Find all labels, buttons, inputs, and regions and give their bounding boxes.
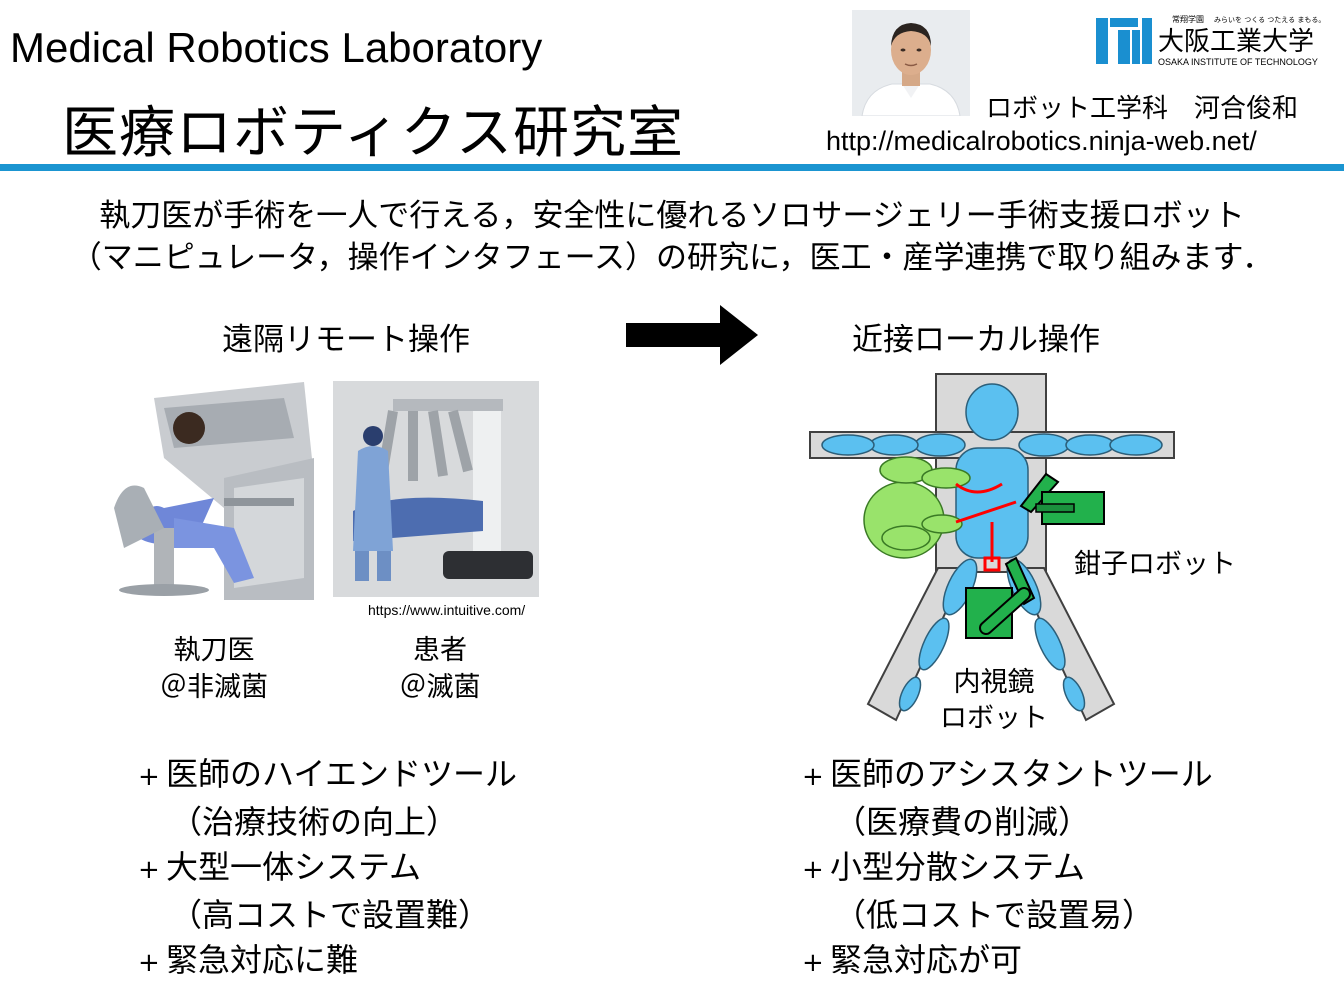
logo-small-right: みらいを つくる つたえる まもる。 [1214,16,1325,24]
intro-line-1: 執刀医が手術を一人で行える，安全性に優れるソロサージェリー手術支援ロボット [99,198,1245,234]
bullet-item: +緊急対応が可 [802,941,1023,979]
bullet-item: +医師のハイエンドツール [138,755,518,793]
professor-name: ロボット工学科 河合俊和 [986,94,1299,124]
bullet-item: （治療技術の向上） [170,803,459,841]
patient-body [821,383,1163,712]
university-logo: 常翔学園 みらいを つくる つたえる まもる。 大阪工業大学 OSAKA INS… [1096,12,1332,70]
lab-url[interactable]: http://medicalrobotics.ninja-web.net/ [826,126,1257,156]
header-divider [0,164,1344,171]
remote-operation-title: 遠隔リモート操作 [222,322,470,358]
surgeon-caption-line-2: ＠非滅菌 [160,672,268,703]
bullet-item: +緊急対応に難 [138,941,359,979]
surgeon-figure [863,456,971,559]
right-arrow-icon [626,305,758,365]
forceps-robot-label: 鉗子ロボット [1074,549,1236,580]
intro-line-2: （マニピュレータ，操作インタフェース）の研究に，医工・産学連携で取り組みます． [70,240,1274,276]
bullet-item: +大型一体システム [138,848,422,886]
surgical-instruments [955,482,1017,572]
surgeon-caption: 執刀医 ＠非滅菌 [134,632,294,706]
bullet-item: （高コストで設置難） [170,896,491,934]
surgeon-caption-line-1: 執刀医 [173,635,255,666]
patient-caption-line-1: 患者 [413,635,467,666]
patient-caption-line-2: ＠滅菌 [399,672,481,703]
logo-small-left: 常翔学園 [1172,14,1204,24]
bullet-item: +医師のアシスタントツール [802,755,1213,793]
endoscope-robot [965,556,1036,639]
forceps-robot [1019,472,1105,525]
portrait-photo [852,10,970,116]
endoscope-label-line-1: 内視鏡 [953,667,1035,698]
local-operation-points: +医師のアシスタントツール （医療費の削減） +小型分散システム （低コストで設… [802,752,1213,986]
endoscope-robot-label: 内視鏡 ロボット [940,665,1048,737]
bullet-item: （医療費の削減） [834,803,1091,841]
endoscope-label-line-2: ロボット [940,703,1048,734]
logo-name-ja: 大阪工業大学 [1158,27,1314,57]
logo-name-en: OSAKA INSTITUTE OF TECHNOLOGY [1158,57,1318,67]
patient-caption: 患者 ＠滅菌 [360,632,520,706]
bullet-item: （低コストで設置易） [834,896,1155,934]
lab-name-english: Medical Robotics Laboratory [10,24,543,71]
bullet-item: +小型分散システム [802,848,1086,886]
image-source-credit: https://www.intuitive.com/ [368,602,526,618]
local-operation-diagram [806,372,1178,722]
surgeon-console-image [104,378,314,600]
lab-name-japanese: 医療ロボティクス研究室 [62,101,684,166]
patient-cart-image [333,381,539,597]
local-operation-title: 近接ローカル操作 [852,322,1100,358]
remote-operation-points: +医師のハイエンドツール （治療技術の向上） +大型一体システム （高コストで設… [138,752,517,986]
